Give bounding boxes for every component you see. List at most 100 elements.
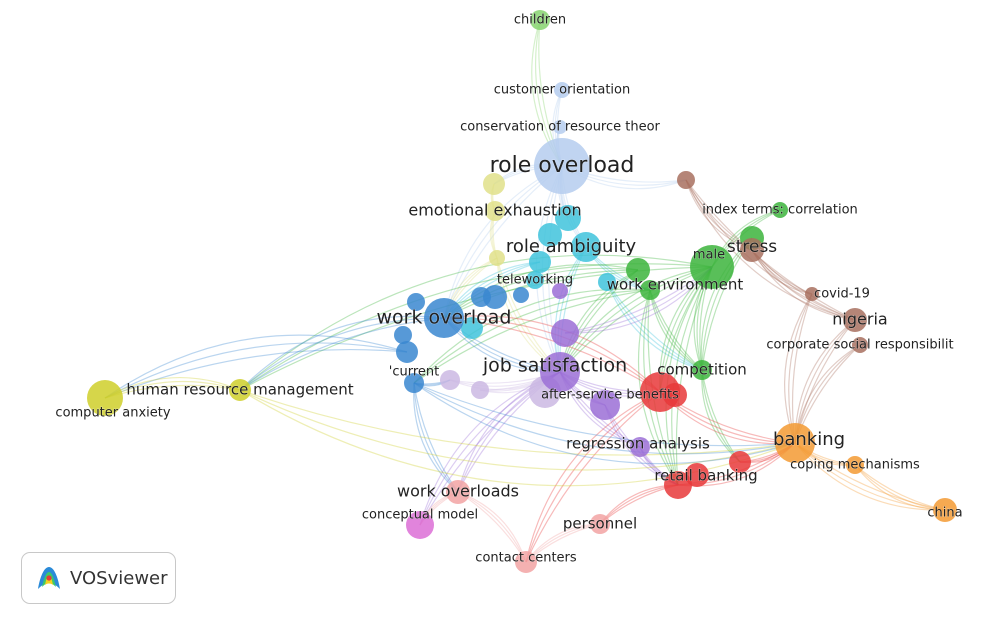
node-customer-orientation[interactable] [554, 82, 570, 98]
node-label-index-terms[interactable]: index terms: correlation [702, 202, 859, 218]
node-banking[interactable] [775, 423, 815, 463]
node-personnel[interactable] [590, 514, 610, 534]
node-yellow1[interactable] [483, 173, 505, 195]
node-children[interactable] [530, 10, 550, 30]
node-red3[interactable] [729, 451, 751, 473]
node-emotional-exhaustion[interactable] [485, 201, 505, 221]
node-after-service[interactable] [590, 390, 620, 420]
node-coping[interactable] [846, 456, 864, 474]
node-label-personnel[interactable]: personnel [562, 514, 637, 533]
node-hrm[interactable] [229, 379, 251, 401]
edge-hrm-banking [239, 389, 796, 471]
node-stress[interactable] [740, 238, 764, 262]
node-red4[interactable] [685, 463, 709, 487]
node-label-computer-anxiety[interactable]: computer anxiety [55, 405, 171, 421]
node-label-male[interactable]: male [692, 247, 725, 263]
node-label-hrm[interactable]: human resource management [126, 380, 354, 399]
edge-competition-red3 [701, 369, 741, 463]
node-csr[interactable] [852, 337, 868, 353]
node-male[interactable] [690, 245, 734, 289]
node-label-conservation[interactable]: conservation of resource theor [460, 119, 661, 135]
node-lav1[interactable] [440, 370, 460, 390]
node-label-work-overload[interactable]: work overload [376, 306, 512, 329]
node-cyan1[interactable] [555, 205, 581, 231]
node-label-covid[interactable]: covid-19 [814, 286, 871, 302]
node-competition[interactable] [692, 360, 712, 380]
node-label-role-ambiguity[interactable]: role ambiguity [505, 236, 637, 258]
node-blue6[interactable] [394, 326, 412, 344]
node-purple2[interactable] [551, 319, 579, 347]
node-label-nigeria[interactable]: nigeria [832, 309, 888, 329]
node-work-overload[interactable] [424, 298, 464, 338]
node-covid[interactable] [805, 287, 819, 301]
node-conservation[interactable] [553, 120, 567, 134]
node-label-banking[interactable]: banking [772, 429, 845, 451]
edge-male-job_satisfaction [559, 266, 713, 373]
node-label-current[interactable]: 'current [388, 364, 439, 380]
node-job-satisfaction[interactable] [540, 352, 580, 392]
edge-blue5-computer_anxiety [104, 342, 408, 399]
node-blue3[interactable] [483, 285, 507, 309]
node-label-work-environment[interactable]: work environment [606, 275, 744, 294]
edge-current-banking [413, 382, 796, 447]
node-computer-anxiety[interactable] [87, 380, 123, 416]
logo-text: VOSviewer [70, 567, 168, 589]
node-teleworking[interactable] [526, 271, 544, 289]
node-label-role-overload[interactable]: role overload [489, 153, 635, 179]
node-blue1[interactable] [407, 293, 425, 311]
node-work-overloads[interactable] [446, 480, 470, 504]
node-label-teleworking[interactable]: teleworking [496, 272, 573, 288]
node-blue4[interactable] [513, 287, 529, 303]
node-blue5[interactable] [396, 341, 418, 363]
node-label-work-overloads[interactable]: work overloads [396, 481, 519, 501]
node-nigeria[interactable] [843, 308, 867, 332]
node-label-china[interactable]: china [927, 505, 963, 521]
node-conceptual-model[interactable] [406, 511, 434, 539]
node-china[interactable] [933, 498, 957, 522]
edge-current-work_overloads [413, 382, 459, 493]
node-label-contact-centers[interactable]: contact centers [475, 550, 578, 566]
node-cyan4[interactable] [598, 273, 616, 291]
edge-stress-nigeria [751, 249, 856, 321]
node-label-customer-orientation[interactable]: customer orientation [493, 82, 630, 98]
node-cyan3[interactable] [529, 251, 551, 273]
edge-hrm-banking [239, 389, 796, 456]
node-cyan5[interactable] [461, 317, 483, 339]
node-role-ambiguity[interactable] [571, 232, 601, 262]
edge-work_environment-current [413, 289, 651, 384]
node-role-overload[interactable] [534, 138, 590, 194]
node-retail-banking[interactable] [664, 471, 692, 499]
node-cyan2[interactable] [538, 223, 562, 247]
node-label-children[interactable]: children [513, 12, 566, 28]
edge-brown1-nigeria [685, 179, 856, 321]
edge-blue5-computer_anxiety [104, 349, 408, 399]
edge-blue5-computer_anxiety [104, 334, 408, 399]
node-red2[interactable] [663, 383, 687, 407]
node-regression[interactable] [630, 437, 650, 457]
node-label-emotional-exhaustion[interactable]: emotional exhaustion [408, 200, 582, 220]
node-label-conceptual-model[interactable]: conceptual model [361, 507, 478, 523]
node-yellow2[interactable] [489, 250, 505, 266]
node-current[interactable] [404, 373, 424, 393]
node-green1[interactable] [626, 258, 650, 282]
node-work-environment[interactable] [640, 280, 660, 300]
node-label-retail-banking[interactable]: retail banking [654, 466, 758, 485]
node-index-terms[interactable] [772, 202, 788, 218]
node-label-coping[interactable]: coping mechanisms [790, 457, 921, 473]
node-contact-centers[interactable] [515, 551, 537, 573]
node-label-regression[interactable]: regression analysis [566, 434, 711, 453]
node-brown1[interactable] [677, 171, 695, 189]
node-purple-small[interactable] [552, 283, 568, 299]
node-label-competition[interactable]: competition [657, 360, 748, 379]
node-layer [87, 10, 957, 573]
node-lav2[interactable] [471, 381, 489, 399]
edge-stress-nigeria [751, 249, 856, 321]
node-label-stress[interactable]: stress [726, 237, 777, 258]
node-label-job-satisfaction[interactable]: job satisfaction [481, 354, 627, 377]
edge-work_environment-competition [649, 289, 703, 371]
edge-banking-china [794, 442, 946, 511]
node-label-csr[interactable]: corporate social responsibilit [766, 337, 954, 353]
vosviewer-logo: VOSviewer [21, 552, 176, 604]
node-label-after-service[interactable]: after-service benefits [541, 387, 680, 403]
